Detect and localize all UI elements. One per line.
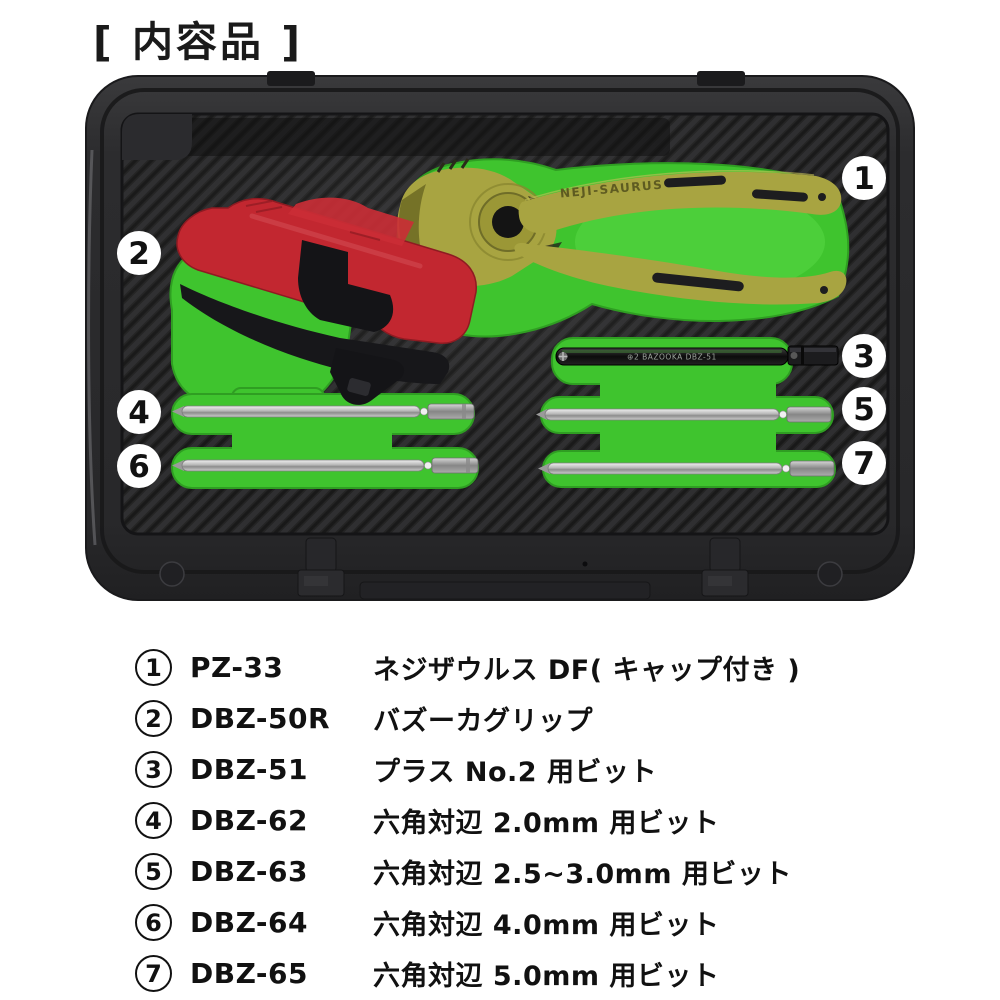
legend-model: DBZ-51 bbox=[190, 753, 308, 786]
legend-description: プラス No.2 用ビット bbox=[373, 757, 657, 788]
legend-model: DBZ-64 bbox=[190, 906, 308, 939]
legend-row: 5 DBZ-63 六角対辺 2.5~3.0mm 用ビット bbox=[135, 850, 800, 893]
callout-1: 1 bbox=[842, 156, 886, 200]
legend-model: PZ-33 bbox=[190, 651, 284, 684]
legend-number-circle: 7 bbox=[135, 955, 172, 992]
bit-6 bbox=[172, 457, 479, 474]
case-latch-right bbox=[709, 537, 741, 573]
foam-corner-notch bbox=[122, 114, 192, 160]
bit-5 bbox=[536, 406, 832, 423]
legend-model: DBZ-65 bbox=[190, 957, 308, 990]
callout-6: 6 bbox=[117, 444, 161, 488]
legend-model: DBZ-50R bbox=[190, 702, 331, 735]
svg-text:3: 3 bbox=[853, 339, 875, 375]
legend-description: 六角対辺 2.0mm 用ビット bbox=[373, 808, 720, 839]
svg-text:2: 2 bbox=[128, 236, 150, 272]
legend-number-circle: 4 bbox=[135, 802, 172, 839]
legend-description: 六角対辺 5.0mm 用ビット bbox=[373, 961, 720, 992]
case-edge-highlight bbox=[87, 149, 97, 546]
grip-ridge bbox=[288, 197, 414, 246]
legend-list: 1 PZ-33 ネジザウルス DF( キャップ付き ) 2 DBZ-50R バズ… bbox=[135, 646, 800, 995]
case-hinge-right bbox=[697, 71, 745, 86]
grip-clip bbox=[347, 378, 371, 396]
legend-row: 7 DBZ-65 六角対辺 5.0mm 用ビット bbox=[135, 952, 800, 995]
legend-row: 4 DBZ-62 六角対辺 2.0mm 用ビット bbox=[135, 799, 800, 842]
legend-model: DBZ-62 bbox=[190, 804, 308, 837]
legend-row: 1 PZ-33 ネジザウルス DF( キャップ付き ) bbox=[135, 646, 800, 689]
product-photo: NEJI-SAURUS ⊕2 BAZOOKA DBZ-51 bbox=[85, 71, 915, 601]
callout-4: 4 bbox=[117, 390, 161, 434]
legend-description: バズーカグリップ bbox=[373, 706, 593, 737]
legend-number-circle: 6 bbox=[135, 904, 172, 941]
case-latch-left bbox=[305, 537, 337, 573]
bit-7 bbox=[538, 460, 835, 477]
callout-2: 2 bbox=[117, 231, 161, 275]
svg-text:6: 6 bbox=[128, 449, 150, 485]
legend-description: 六角対辺 2.5~3.0mm 用ビット bbox=[373, 859, 792, 890]
lid-shadow-strip bbox=[172, 118, 670, 156]
case-pinhole bbox=[582, 561, 588, 567]
case-foot-right bbox=[817, 561, 843, 587]
callout-5: 5 bbox=[842, 387, 886, 431]
legend-description: ネジザウルス DF( キャップ付き ) bbox=[373, 655, 801, 686]
svg-text:1: 1 bbox=[853, 161, 875, 197]
case-lid-seam bbox=[100, 88, 900, 574]
contents-heading: [ 内容品 ] bbox=[93, 18, 304, 66]
bit3-marking-text: ⊕2 BAZOOKA DBZ-51 bbox=[627, 353, 717, 362]
svg-text:7: 7 bbox=[853, 446, 875, 482]
grip-black-notch bbox=[298, 240, 394, 332]
callout-7: 7 bbox=[842, 441, 886, 485]
bazooka-grip bbox=[176, 197, 477, 405]
svg-text:5: 5 bbox=[853, 392, 875, 428]
legend-number-circle: 3 bbox=[135, 751, 172, 788]
legend-row: 3 DBZ-51 プラス No.2 用ビット bbox=[135, 748, 800, 791]
legend-number-circle: 2 bbox=[135, 700, 172, 737]
case-foot-left bbox=[159, 561, 185, 587]
pliers-handle-slots bbox=[652, 175, 828, 294]
legend-row: 2 DBZ-50R バズーカグリップ bbox=[135, 697, 800, 740]
svg-text:4: 4 bbox=[128, 395, 150, 431]
bit-3: ⊕2 BAZOOKA DBZ-51 bbox=[555, 345, 839, 366]
pliers-handle-upper bbox=[518, 171, 842, 234]
pliers-handle-lower bbox=[514, 242, 847, 305]
photo-callouts: 1 2 3 4 5 6 7 bbox=[117, 156, 886, 488]
bit-4 bbox=[172, 403, 475, 420]
legend-number-circle: 1 bbox=[135, 649, 172, 686]
callout-3: 3 bbox=[842, 334, 886, 378]
legend-model: DBZ-63 bbox=[190, 855, 308, 888]
case-bottom-recess bbox=[359, 581, 651, 600]
legend-number-circle: 5 bbox=[135, 853, 172, 890]
case-bottom-hardware bbox=[159, 537, 843, 600]
case-hinge-left bbox=[267, 71, 315, 86]
legend-row: 6 DBZ-64 六角対辺 4.0mm 用ビット bbox=[135, 901, 800, 944]
pliers-pivot bbox=[492, 206, 524, 238]
legend-description: 六角対辺 4.0mm 用ビット bbox=[373, 910, 720, 941]
